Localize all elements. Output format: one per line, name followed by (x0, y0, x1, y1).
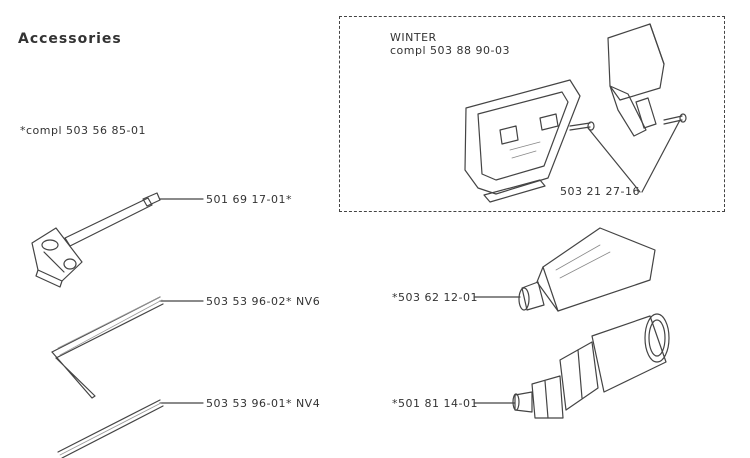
winter-kit-number: compl 503 88 90-03 (390, 44, 510, 57)
screw-part-number: 503 21 27-16 (560, 185, 640, 198)
screw-icon-right (663, 113, 687, 125)
grease-tube-icon (518, 227, 656, 312)
winter-cover-plate-icon (464, 79, 581, 203)
page-title: Accessories (18, 31, 122, 47)
winter-heading: WINTER (390, 31, 437, 44)
kit-note: *compl 503 56 85-01 (20, 124, 146, 137)
part-number-hex-key-short: 503 53 96-01* NV4 (206, 397, 321, 410)
part-number-grease-gun: *501 81 14-01 (392, 397, 478, 410)
part-number-hex-key-long: 503 53 96-02* NV6 (206, 295, 321, 308)
leader-line-screw-2 (641, 119, 681, 193)
screw-icon-left (569, 121, 595, 131)
hex-key-short-icon (57, 399, 164, 458)
winter-intake-cover-icon (607, 23, 665, 137)
leader-line-screw-1 (587, 127, 641, 193)
grease-gun-icon (512, 313, 670, 419)
part-number-grease-tube: *503 62 12-01 (392, 291, 478, 304)
hex-key-long-icon (51, 296, 164, 399)
combination-spanner-icon (31, 192, 161, 288)
part-number-combination-spanner: 501 69 17-01* (206, 193, 292, 206)
winter-kit-box (339, 16, 725, 212)
